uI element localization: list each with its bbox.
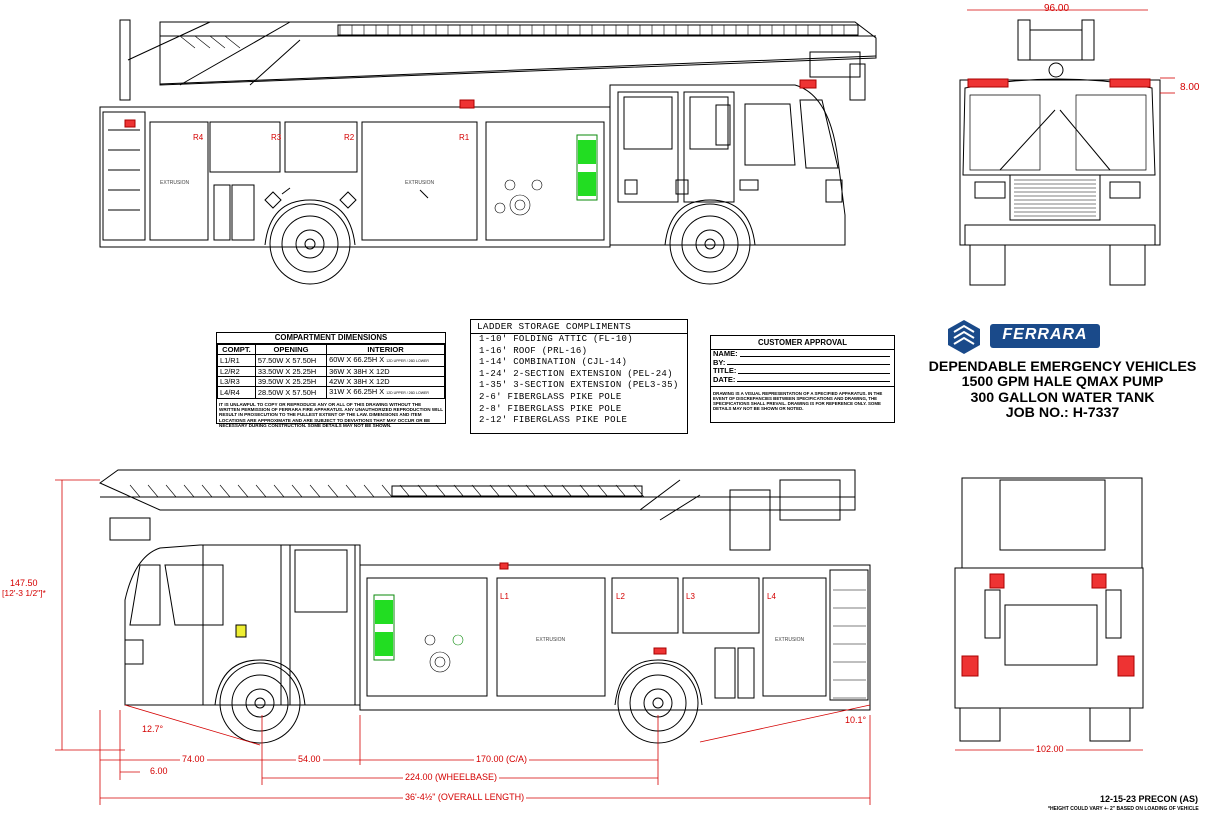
table-cell: L3/R3 [217,376,256,387]
col-header: OPENING [254,344,328,355]
height-dimension: 147.50 [10,578,38,588]
ca-dimension: 170.00 (C/A) [474,754,530,764]
front-view [959,9,1175,286]
truck-body-left [359,562,871,711]
truck-body-right [99,106,611,248]
cab-axle-dimension: 54.00 [296,754,323,764]
list-item: 1-35' 3-SECTION EXTENSION (PEL3-35) [479,380,679,391]
table-cell: 33.50W X 25.25H [254,366,328,377]
wheels-right [264,199,756,285]
list-item: 1-14' COMBINATION (CJL-14) [479,357,628,368]
approval-title: CUSTOMER APPROVAL [711,336,894,350]
list-item: 1-24' 2-SECTION EXTENSION (PEL-24) [479,368,673,379]
front-width-dimension: 96.00 [1044,3,1070,14]
table-cell: 36W X 38H X 12D [326,366,445,377]
list-item: 1-10' FOLDING ATTIC (FL-10) [479,334,633,344]
table-cell: L1/R1 [217,354,256,367]
aerial-ladder-top [119,19,877,101]
height-note: *HEIGHT COULD VARY +- 2" BASED ON LOADIN… [1048,806,1199,812]
compartment-grid: COMPT. OPENING INTERIOR L1/R1 57.50W X 5… [217,344,445,399]
compartment-label-r4: R4 [193,133,204,142]
title-line: DEPENDABLE EMERGENCY VEHICLES [928,359,1197,375]
extrusion-label-4: EXTRUSION [775,637,805,643]
compartment-table-title: COMPARTMENT DIMENSIONS [217,333,445,344]
departure-angle: 10.1° [845,715,867,725]
col-header: INTERIOR [326,344,445,355]
list-item: 2-8' FIBERGLASS PIKE POLE [479,403,622,414]
height-ftin-dimension: [12'-3 1/2"]* [2,588,46,598]
list-item: 1-16' ROOF (PRL-16) [479,345,588,356]
compartment-label-l1: L1 [500,592,509,601]
wheelbase-dimension: 224.00 (WHEELBASE) [403,772,500,782]
table-cell: L4/R4 [217,386,256,399]
ladder-storage-title: LADDER STORAGE COMPLIMENTS [471,320,687,334]
table-row: L1/R1 57.50W X 57.50H 60W X 66.25H X 12D… [217,354,445,367]
extrusion-label-3: EXTRUSION [536,637,566,643]
compartment-label-r2: R2 [344,133,355,142]
table-cell: 42W X 38H X 12D [326,376,445,387]
rear-width-dimension: 102.00 [1034,744,1066,754]
front-offset-dimension: 8.00 [1180,82,1200,93]
list-item: 2-12' FIBERGLASS PIKE POLE [479,415,628,426]
extrusion-label-2: EXTRUSION [405,180,435,186]
left-side-view [99,469,871,744]
bumper-dimension: 6.00 [150,766,168,776]
table-cell: L2/R2 [217,366,256,377]
approval-field-by: BY: [711,358,894,368]
compartment-label-l2: L2 [616,592,625,601]
compartment-label-l4: L4 [767,592,776,601]
extrusion-label-1: EXTRUSION [160,180,190,186]
copyright-note: IT IS UNLAWFUL TO COPY OR REPRODUCE ANY … [219,402,443,428]
title-line: 1500 GPM HALE QMAX PUMP [961,374,1164,391]
table-row: L4/R4 28.50W X 57.50H 31W X 66.25H X 12D… [217,386,445,399]
ladder-storage-box: LADDER STORAGE COMPLIMENTS 1-10' FOLDING… [470,319,688,434]
title-line: 300 GALLON WATER TANK [970,389,1155,406]
table-row: L2/R2 33.50W X 25.25H 36W X 38H X 12D [217,366,445,377]
job-number: JOB NO.: H-7337 [1005,405,1120,422]
customer-approval-box: CUSTOMER APPROVAL NAME: BY: TITLE: DATE:… [710,335,895,423]
logo-wordmark: FERRARA [1002,326,1088,343]
approval-field-name: NAME: [711,349,894,359]
ferrara-logo: FERRARA [946,318,1106,354]
approval-field-date: DATE: [711,375,894,385]
title-block: DEPENDABLE EMERGENCY VEHICLES 1500 GPM H… [900,359,1225,422]
table-cell: 60W X 66.25H X 12D UPPER / 26D LOWER [326,354,445,367]
approach-angle: 12.7° [142,724,164,734]
compartment-label-l3: L3 [686,592,695,601]
front-overhang-dimension: 74.00 [180,754,207,764]
compartment-dimensions-table: COMPARTMENT DIMENSIONS COMPT. OPENING IN… [216,332,446,428]
rear-view [954,477,1144,751]
cab-right [459,79,846,246]
approval-field-title: TITLE: [711,367,894,376]
approval-note: DRAWING IS A VISUAL REPRESENTATION OF A … [711,386,894,411]
list-item: 2-6' FIBERGLASS PIKE POLE [479,391,622,402]
compartment-label-r3: R3 [271,133,282,142]
table-cell: 28.50W X 57.50H [254,386,328,399]
col-header: COMPT. [217,344,256,355]
table-cell: 57.50W X 57.50H [254,354,328,367]
wheels-left [214,659,703,744]
table-cell: 39.50W X 25.25H [254,376,328,387]
revision-label: 12-15-23 PRECON (AS) [1100,794,1199,804]
compartment-label-r1: R1 [459,133,470,142]
cab-left [109,517,361,706]
table-cell: 31W X 66.25H X 12D UPPER / 26D LOWER [326,386,445,399]
aerial-ladder-bottom [99,469,856,551]
overall-length-dimension: 36'-4½" (OVERALL LENGTH) [403,792,527,802]
table-row: L3/R3 39.50W X 25.25H 42W X 38H X 12D [217,376,445,387]
right-side-view [99,19,877,285]
